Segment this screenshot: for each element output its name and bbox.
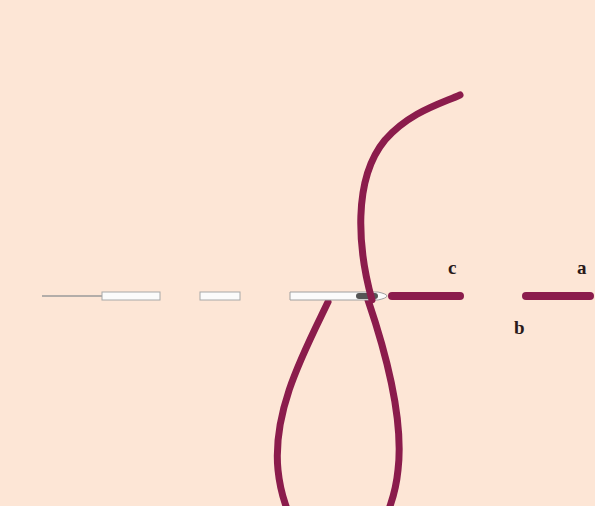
guide-line (42, 295, 102, 297)
thread-tail (361, 95, 460, 300)
running-stitch-hole (102, 292, 160, 300)
point-label: a (577, 258, 587, 277)
point-label: b (514, 318, 525, 337)
thread-loop (277, 302, 328, 506)
point-label: c (448, 258, 456, 277)
thread-loop (368, 300, 399, 506)
stitch (526, 292, 590, 300)
running-stitch-hole (200, 292, 240, 300)
stitch (392, 292, 460, 300)
